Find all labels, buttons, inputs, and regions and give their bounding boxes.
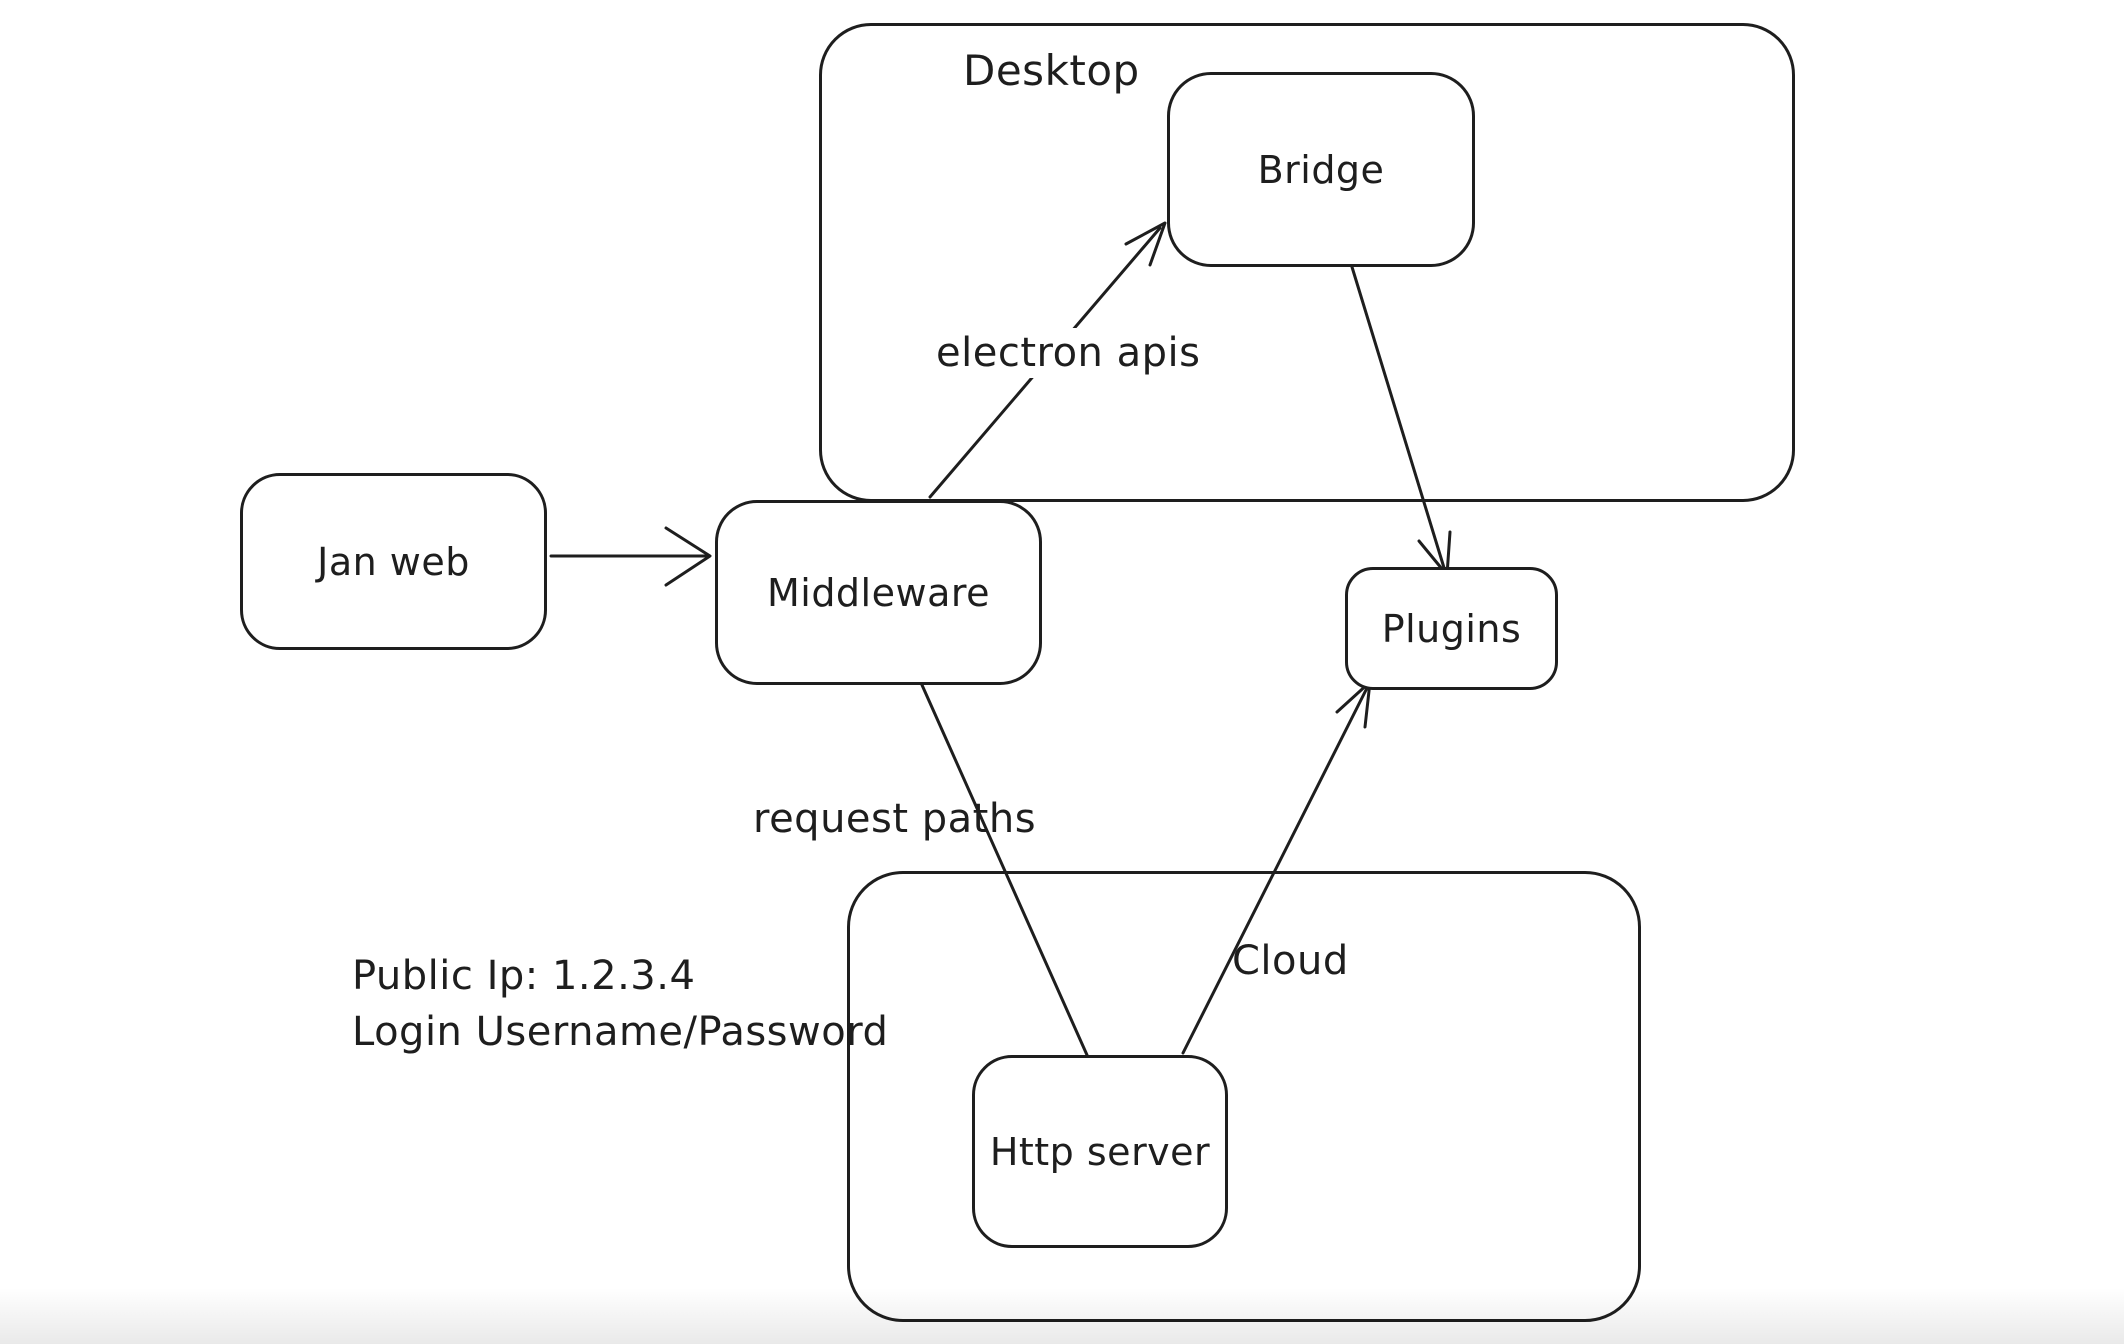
node-middleware-label: Middleware xyxy=(766,570,991,615)
arrowhead-right-icon[interactable] xyxy=(664,526,712,587)
edge-line[interactable] xyxy=(1350,265,1447,573)
node-http-server-label: Http server xyxy=(989,1129,1211,1174)
edge-label-request-paths[interactable]: request paths xyxy=(753,796,1037,842)
node-jan-web[interactable]: Jan web xyxy=(240,473,547,650)
node-plugins[interactable]: Plugins xyxy=(1345,567,1558,690)
desktop-container-box[interactable] xyxy=(819,23,1795,502)
edge-middleware-to-http-server[interactable] xyxy=(920,683,1089,1057)
desktop-container-label: Desktop xyxy=(963,46,1140,95)
cloud-container-box[interactable] xyxy=(847,871,1641,1322)
cloud-container-label: Cloud xyxy=(1232,938,1349,984)
node-jan-web-label: Jan web xyxy=(317,539,470,584)
node-bridge-label: Bridge xyxy=(1257,147,1385,192)
node-plugins-label: Plugins xyxy=(1381,606,1522,651)
arrowhead-up-right-icon[interactable] xyxy=(1124,221,1167,267)
node-bridge[interactable]: Bridge xyxy=(1167,72,1475,267)
note-public-ip: Public Ip: 1.2.3.4 xyxy=(352,953,696,999)
note-login: Login Username/Password xyxy=(352,1009,889,1055)
edge-line[interactable] xyxy=(920,683,1089,1057)
node-http-server[interactable]: Http server xyxy=(972,1055,1228,1248)
edge-label-electron-apis[interactable]: electron apis xyxy=(926,328,1211,378)
node-middleware[interactable]: Middleware xyxy=(715,500,1042,685)
edge-jan-web-to-middleware[interactable] xyxy=(549,526,712,587)
edge-line[interactable] xyxy=(1181,686,1369,1055)
credentials-note[interactable]: Public Ip: 1.2.3.4 Login Username/Passwo… xyxy=(352,948,888,1060)
